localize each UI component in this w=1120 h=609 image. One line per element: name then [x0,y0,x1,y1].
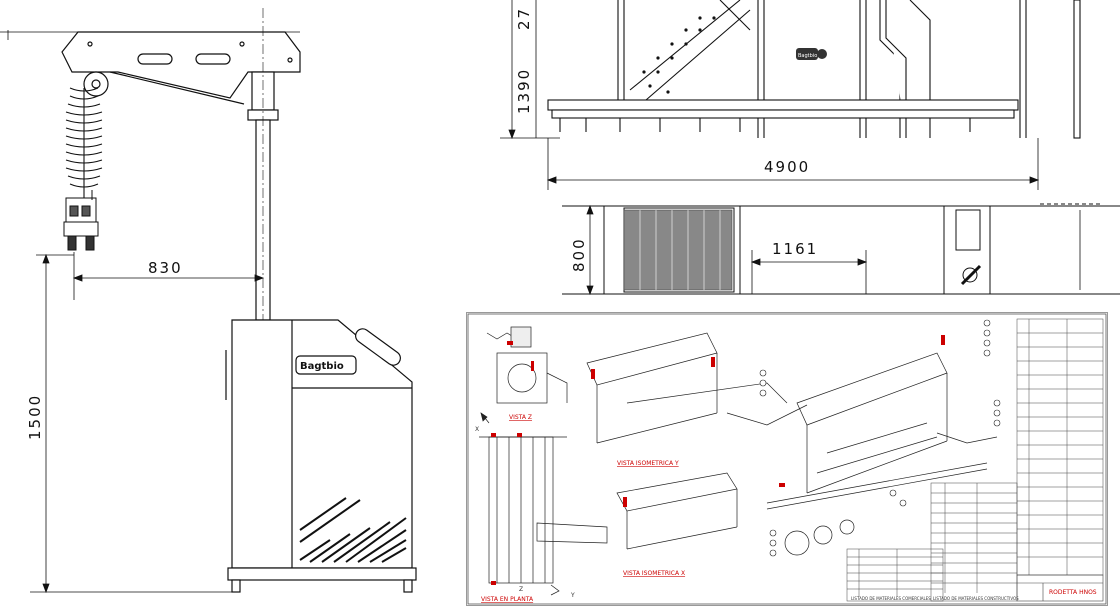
dim-height-1500 [30,253,232,594]
dim-top-partial-label: 27 [515,7,533,30]
view-plan-label: VISTA EN PLANTA [481,596,534,603]
brand-logo: Bagtbio [295,355,357,375]
balancer-elevation-drawing: 830 1500 Bagtbio [0,0,440,609]
stair-steps [642,16,716,94]
view-z-red-marks [507,341,534,371]
dim-h-label: 1390 [515,68,533,114]
parts-list-commercial [846,548,944,602]
view-z-detail [480,326,568,424]
dim-height-1390 [500,0,560,140]
balancer-elevation-svg: 830 1500 Bagtbio [0,8,417,594]
dim-length-4900 [546,138,1040,190]
arm-housing [61,31,301,105]
conveyor-elevation [547,0,1081,139]
axis-x-label: X [475,426,479,433]
conveyor-layout-svg: 27 1390 Bagtbio 4900 [500,0,1120,296]
view-z-label: VISTA Z [509,414,532,421]
view-iso-x-label: VISTA ISOMETRICA X [623,570,685,577]
conveyor-layout-drawing: 27 1390 Bagtbio 4900 [500,0,1120,300]
dim-inner-label: 1161 [772,240,818,258]
axis-y-label: Y [570,592,575,599]
roller-hatch [623,209,733,291]
dim-width-800 [566,204,604,296]
svg-text:Bagtbio: Bagtbio [300,361,344,372]
list-label-constructive: LISTADO DE MATERIALES CONSTRUCTIVOS [933,596,1019,601]
exploded-assembly [766,352,998,556]
conveyor-brand-logo: Bagtbio [796,48,827,60]
assembly-sheet-svg: VISTA Z X Z Y VISTA EN PLANTA VISTA ISOM… [467,313,1107,605]
svg-text:Bagtbio: Bagtbio [798,53,817,59]
view-plan-red-marks [491,433,522,585]
view-iso-y-red-marks [591,357,715,379]
view-iso-y-label: VISTA ISOMETRICA Y [617,460,679,467]
dim-height-label: 1500 [26,394,44,440]
dim-reach-830 [72,252,265,300]
dim-width-label: 800 [570,237,588,272]
vent-grille [299,497,407,563]
title-block [1016,574,1104,602]
dim-reach-label: 830 [148,259,183,277]
view-iso-x-red-marks [623,497,627,507]
assembly-drawing-sheet: VISTA Z X Z Y VISTA EN PLANTA VISTA ISOM… [466,312,1108,606]
title-block-name: RODETTA HNOS [1049,589,1097,596]
coiled-hose [65,87,103,198]
axis-z-label: Z [519,586,523,593]
gripper-tool [63,190,99,251]
view-iso-x-detail [536,472,738,550]
dim-inner-1161 [750,250,868,294]
view-iso-y-detail [586,332,808,444]
list-label-commercial: LISTADO DE MATERIALES COMERCIALES [851,596,931,601]
base-cabinet [225,319,417,593]
exploded-red-marks [779,335,945,487]
balloon-callouts [759,319,1001,557]
dim-length-label: 4900 [764,158,810,176]
